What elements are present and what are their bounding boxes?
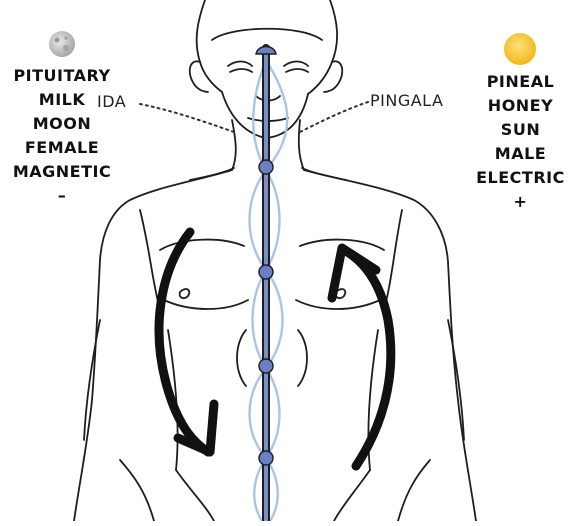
- right-attr-electric: ELECTRIC: [472, 166, 569, 190]
- left-attributes: PITUITARY MILK MOON FEMALE MAGNETIC –: [0, 64, 124, 208]
- heart-chakra: [259, 265, 273, 279]
- left-attr-moon: MOON: [0, 112, 124, 136]
- left-attr-pituitary: PITUITARY: [0, 64, 124, 88]
- ida-connector: [140, 104, 234, 132]
- left-attr-milk: MILK: [0, 88, 124, 112]
- left-attr-female: FEMALE: [0, 136, 124, 160]
- left-attr-magnetic: MAGNETIC: [0, 160, 124, 184]
- crown-chakra: [256, 47, 276, 55]
- left-attr-negative: –: [0, 184, 124, 208]
- moon-icon: [49, 31, 75, 57]
- right-attr-honey: HONEY: [472, 94, 569, 118]
- right-attr-positive: +: [472, 190, 569, 214]
- right-attr-pineal: PINEAL: [472, 70, 569, 94]
- pingala-label: PINGALA: [370, 91, 443, 110]
- pingala-connector: [300, 102, 368, 132]
- right-upward-arrow: [344, 250, 391, 466]
- sun-icon: [504, 33, 536, 65]
- left-downward-arrow: [159, 232, 208, 452]
- throat-chakra: [259, 160, 273, 174]
- right-attributes: PINEAL HONEY SUN MALE ELECTRIC +: [472, 70, 569, 214]
- right-attr-male: MALE: [472, 142, 569, 166]
- energy-arrows: [159, 232, 391, 466]
- right-attr-sun: SUN: [472, 118, 569, 142]
- solar-chakra: [259, 359, 273, 373]
- sacral-chakra: [259, 451, 273, 465]
